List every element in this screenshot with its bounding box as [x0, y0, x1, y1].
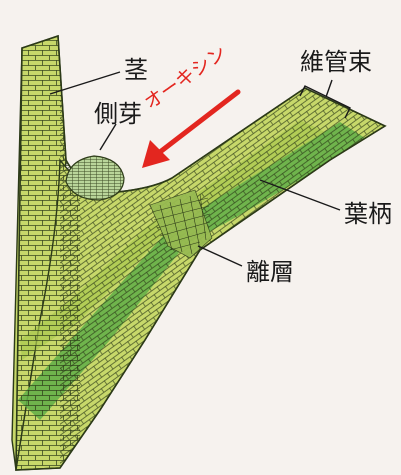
- abscission-leader-line: [198, 246, 242, 266]
- label-abscission-layer: 離層: [246, 258, 294, 286]
- label-vascular-bundle: 維管束: [300, 48, 372, 76]
- label-petiole: 葉柄: [344, 200, 392, 228]
- label-lateral-bud: 側芽: [94, 100, 142, 128]
- label-auxin: オーキシン: [140, 42, 230, 115]
- label-stem: 茎: [124, 56, 148, 84]
